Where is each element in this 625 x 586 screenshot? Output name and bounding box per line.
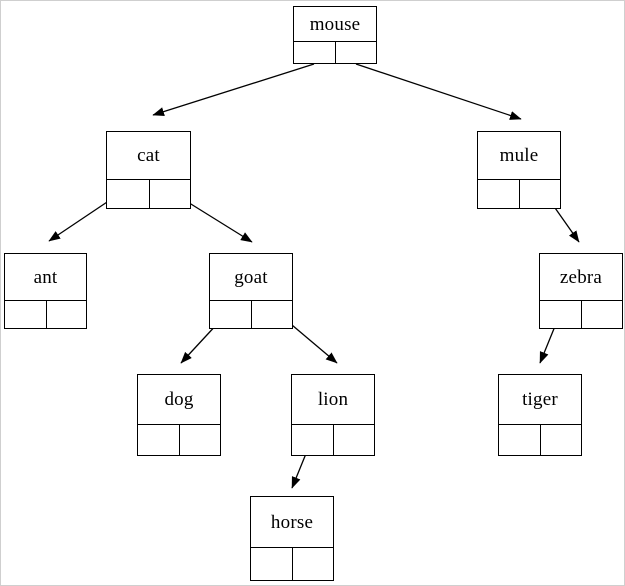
tree-node-horse[interactable]: horse xyxy=(250,496,334,581)
right-pointer-horse[interactable] xyxy=(292,548,333,580)
left-pointer-zebra[interactable] xyxy=(540,301,581,328)
left-pointer-ant[interactable] xyxy=(5,301,46,328)
tree-node-mule[interactable]: mule xyxy=(477,131,561,209)
tree-node-mouse[interactable]: mouse xyxy=(293,6,377,64)
right-pointer-mouse[interactable] xyxy=(335,42,376,63)
tree-node-tiger[interactable]: tiger xyxy=(498,374,582,456)
node-pointers-tiger xyxy=(499,424,581,455)
right-pointer-goat[interactable] xyxy=(251,301,292,328)
right-pointer-mule[interactable] xyxy=(519,180,560,208)
left-pointer-cat[interactable] xyxy=(107,180,149,208)
right-pointer-ant[interactable] xyxy=(45,301,87,328)
node-label-mouse: mouse xyxy=(309,13,361,35)
tree-node-dog[interactable]: dog xyxy=(137,374,221,456)
left-pointer-goat[interactable] xyxy=(210,301,251,328)
right-pointer-tiger[interactable] xyxy=(540,425,581,455)
node-pointers-dog xyxy=(138,424,220,455)
tree-node-zebra[interactable]: zebra xyxy=(539,253,623,329)
node-pointers-mule xyxy=(478,179,560,208)
node-pointers-ant xyxy=(5,300,86,328)
tree-node-goat[interactable]: goat xyxy=(209,253,293,329)
right-pointer-cat[interactable] xyxy=(148,180,191,208)
node-pointers-horse xyxy=(251,547,333,580)
node-pointers-zebra xyxy=(540,300,622,328)
left-pointer-dog[interactable] xyxy=(138,425,179,455)
node-pointers-mouse xyxy=(294,41,376,63)
node-pointers-cat xyxy=(107,179,190,208)
edge-mouse-to-cat xyxy=(152,63,315,117)
node-label-ant: ant xyxy=(33,266,58,288)
left-pointer-horse[interactable] xyxy=(251,548,292,580)
left-pointer-tiger[interactable] xyxy=(499,425,540,455)
node-label-zebra: zebra xyxy=(559,266,603,288)
left-pointer-lion[interactable] xyxy=(292,425,333,455)
right-pointer-dog[interactable] xyxy=(179,425,220,455)
node-label-mule: mule xyxy=(499,145,539,166)
right-pointer-zebra[interactable] xyxy=(581,301,622,328)
node-label-cat: cat xyxy=(137,145,160,166)
left-pointer-mouse[interactable] xyxy=(294,42,335,63)
node-label-dog: dog xyxy=(164,389,194,410)
tree-node-ant[interactable]: ant xyxy=(4,253,87,329)
node-label-lion: lion xyxy=(317,389,349,410)
left-pointer-mule[interactable] xyxy=(478,180,519,208)
node-pointers-lion xyxy=(292,424,374,455)
node-pointers-goat xyxy=(210,300,292,328)
tree-node-cat[interactable]: cat xyxy=(106,131,191,209)
right-pointer-lion[interactable] xyxy=(333,425,374,455)
node-label-tiger: tiger xyxy=(522,389,558,410)
node-label-goat: goat xyxy=(234,266,268,288)
edge-mouse-to-mule xyxy=(355,63,522,120)
node-label-horse: horse xyxy=(270,511,314,533)
tree-node-lion[interactable]: lion xyxy=(291,374,375,456)
